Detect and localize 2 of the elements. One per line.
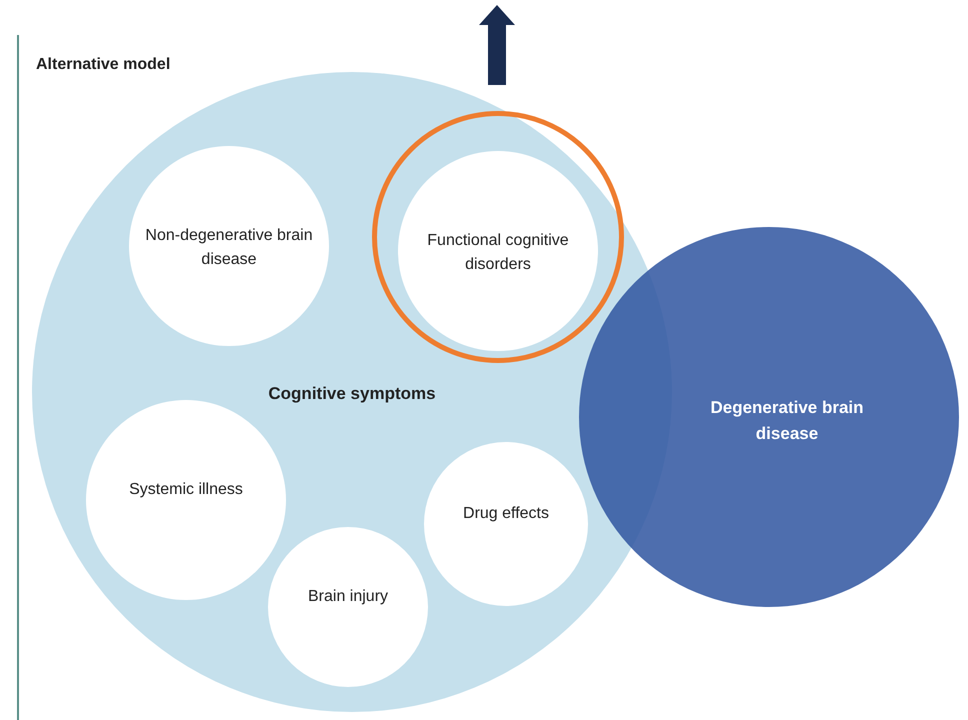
diagram-title: Alternative model <box>36 55 170 75</box>
highlight-ring <box>372 111 624 363</box>
